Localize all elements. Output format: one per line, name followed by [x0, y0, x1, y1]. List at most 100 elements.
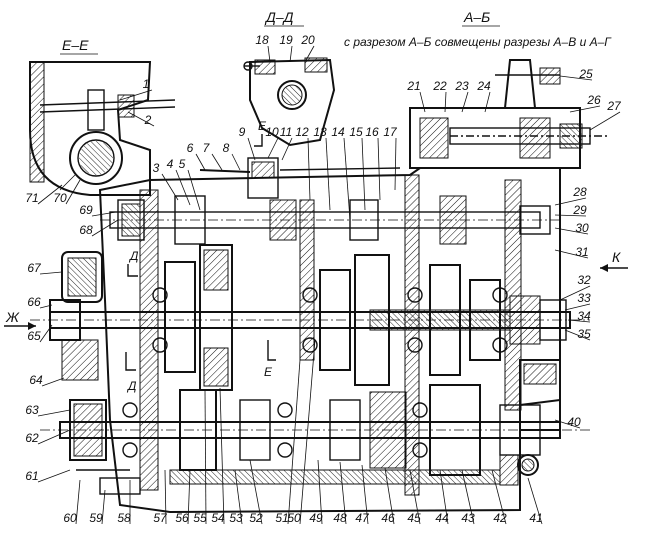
callout-number: 29 [572, 203, 587, 217]
callout-number: 35 [577, 327, 591, 341]
callout-number: 20 [300, 33, 315, 47]
callout-number: 51 [275, 511, 288, 525]
callout-leader [161, 173, 179, 201]
callout-leader [37, 469, 71, 483]
callout-leader [419, 91, 426, 113]
callout-leader [299, 339, 316, 525]
callout-number: 65 [27, 329, 41, 343]
callout-leader [444, 91, 447, 113]
callout-number: 52 [249, 511, 263, 525]
callout-number: 3 [153, 161, 160, 175]
callout-number: 25 [578, 67, 593, 81]
callout-leader [304, 45, 315, 63]
callout-leader [567, 319, 591, 323]
callout-number: 67 [27, 261, 42, 275]
callout-number: 11 [280, 125, 292, 139]
left-attachments [49, 251, 141, 495]
callout-number: 21 [406, 79, 420, 93]
callout-leader [287, 359, 301, 525]
callout-leader [219, 387, 225, 525]
callout-leader [187, 169, 201, 211]
callout-number: 55 [193, 511, 207, 525]
cut-e-top-label: Е [258, 119, 267, 133]
title-note: с разрезом А–Б совмещены разрезы А–В и А… [344, 35, 612, 49]
callout-leader [267, 45, 271, 63]
callout-leader [554, 227, 589, 235]
callout-number: 64 [29, 373, 43, 387]
callout-leader [559, 285, 591, 301]
callout-number: 40 [567, 415, 581, 429]
callout-leader [211, 153, 223, 171]
callout-leader [554, 419, 581, 429]
callout-leader [559, 75, 593, 81]
callout-number: 50 [287, 511, 301, 525]
callout-number: 1 [143, 77, 150, 91]
callout-leader [37, 429, 71, 445]
callout-leader [234, 469, 243, 525]
callout-leader [289, 45, 293, 63]
callout-number: 24 [476, 79, 491, 93]
top-right-cover [409, 59, 610, 169]
callout-number: 45 [407, 511, 421, 525]
callout-leader [569, 105, 601, 113]
section-markers: Е Е Д Д К Ж [4, 119, 628, 393]
callout-leader [65, 179, 81, 205]
callout-number: 7 [203, 141, 211, 155]
callout-number: 32 [577, 273, 591, 287]
callout-leader [39, 271, 63, 275]
callout-number: 16 [365, 125, 379, 139]
callout-leader [484, 91, 491, 113]
title-section-ee: Е–Е [62, 37, 89, 53]
callout-leader [41, 377, 65, 387]
callout-leader [394, 137, 397, 191]
callout-leader [564, 303, 591, 311]
right-attachments [499, 359, 561, 486]
callout-number: 54 [211, 511, 225, 525]
callout-number: 61 [25, 469, 38, 483]
callout-number: 48 [333, 511, 347, 525]
callout-number: 17 [383, 125, 398, 139]
callout-number: 57 [153, 511, 168, 525]
callout-leader [249, 459, 263, 525]
callout-number: 44 [435, 511, 449, 525]
callout-leader [231, 153, 241, 171]
callout-leader [187, 469, 191, 525]
arrow-zh-label: Ж [5, 309, 20, 325]
cut-d-bottom-label: Д [126, 379, 137, 393]
callout-number: 27 [606, 99, 622, 113]
callout-leader [204, 389, 207, 525]
callout-number: 70 [53, 191, 67, 205]
callout-number: 34 [577, 309, 591, 323]
callout-number: 12 [295, 125, 309, 139]
callout-number: 26 [586, 93, 601, 107]
callout-leader [101, 489, 106, 525]
callout-leader [361, 137, 366, 211]
callout-leader [37, 409, 71, 417]
callout-number: 22 [432, 79, 447, 93]
callout-leader [75, 479, 81, 525]
callout-leader [325, 137, 331, 211]
callout-leader [361, 464, 369, 525]
callout-number: 47 [355, 511, 370, 525]
callout-number: 53 [229, 511, 243, 525]
main-shaft [30, 244, 590, 391]
callout-number: 62 [25, 431, 39, 445]
section-dd-view [243, 57, 336, 147]
upper-shaft [100, 195, 560, 245]
callout-leader [409, 469, 421, 525]
callout-number: 8 [223, 141, 230, 155]
callout-number: 18 [255, 33, 269, 47]
callout-leader [377, 137, 381, 201]
callout-number: 15 [349, 125, 363, 139]
callout-leader [384, 467, 395, 525]
cut-d-top-label: Д [128, 249, 139, 263]
callout-number: 9 [239, 125, 246, 139]
title-section-dd: Д–Д [264, 9, 294, 25]
callout-number: 23 [454, 79, 469, 93]
callout-number: 14 [331, 125, 345, 139]
arrow-k-label: К [612, 249, 621, 265]
callout-number: 46 [381, 511, 395, 525]
callout-leader [554, 249, 589, 259]
